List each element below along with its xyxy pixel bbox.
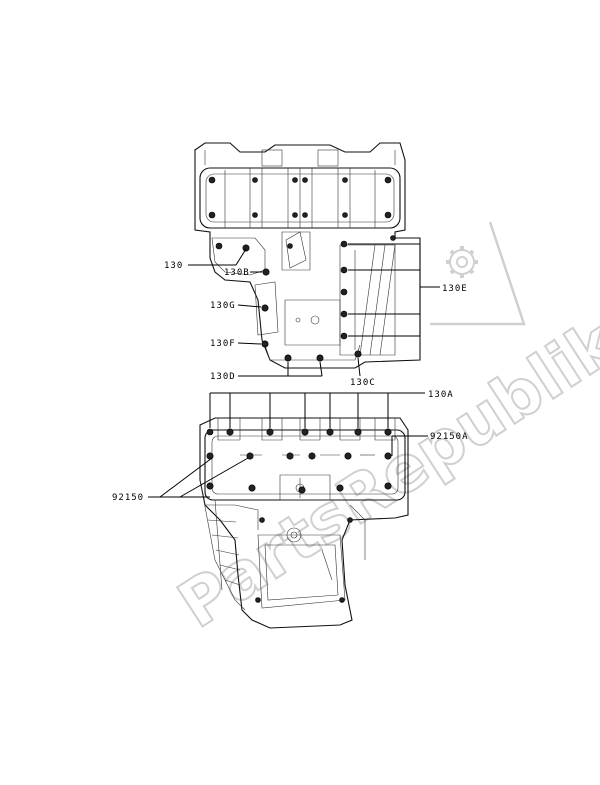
upper-crankcase	[194, 142, 421, 369]
callout-labels: 130 130B 130G 130F 130D 130C 130E 130A 9…	[112, 261, 469, 503]
callout-130G: 130G	[210, 301, 236, 311]
gear-icon	[430, 221, 526, 326]
callout-130A: 130A	[428, 390, 454, 400]
callout-130: 130	[164, 261, 183, 271]
lower-crankcase	[199, 417, 409, 629]
callout-130D: 130D	[210, 372, 236, 382]
callout-130E: 130E	[442, 284, 468, 294]
callout-130F: 130F	[210, 339, 236, 349]
callout-92150A: 92150A	[430, 432, 469, 442]
callout-130B: 130B	[224, 268, 250, 278]
callout-130C: 130C	[350, 378, 376, 388]
callout-92150: 92150	[112, 493, 144, 503]
leader-lines	[148, 243, 440, 498]
